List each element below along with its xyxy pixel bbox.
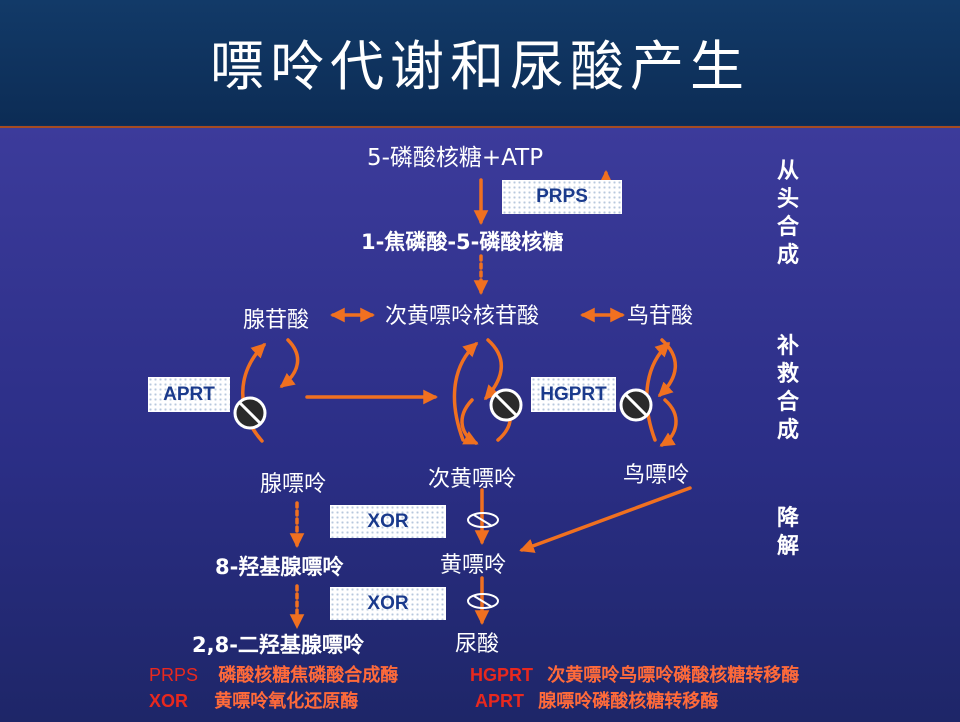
legend-hgprt-full: 次黄嘌呤鸟嘌呤磷酸核糖转移酶 (547, 665, 800, 686)
arrow-guanine-to-xanthine (519, 486, 692, 553)
hgprt-inhibit-icon-gmp (619, 388, 653, 422)
legend-xor-full: 黄嘌呤氧化还原酶 (214, 691, 359, 712)
xor-inhibit-icon-2 (467, 593, 499, 609)
node-guanine: 鸟嘌呤 (623, 463, 690, 488)
section-de-novo: 从头合成 (776, 159, 799, 268)
legend-prps-abbr: PRPS (149, 665, 199, 685)
enzyme-hgprt-label: HGPRT (540, 383, 607, 405)
enzyme-prps-label: PRPS (536, 186, 588, 207)
legend-prps: PRPS 磷酸核糖焦磷酸合成酶 (149, 661, 398, 687)
legend-aprt-full: 腺嘌呤磷酸核糖转移酶 (538, 691, 719, 712)
arrow-gmp-to-guanine-a (657, 338, 678, 398)
node-xanthine: 黄嘌呤 (440, 553, 507, 578)
section-salvage: 补救合成 (776, 334, 799, 443)
arrow-guanine-to-gmp (645, 341, 671, 442)
enzyme-box-xor-1: XOR (330, 505, 446, 538)
enzyme-box-aprt: APRT (148, 377, 230, 412)
arrow-imp-to-hypoxanthine-b (460, 398, 479, 445)
node-28-dihydroxyadenine: 2,8-二羟基腺嘌呤 (192, 633, 364, 657)
legend-hgprt: HGPRT 次黄嘌呤鸟嘌呤磷酸核糖转移酶 (470, 661, 799, 687)
node-ribose-atp: 5-磷酸核糖+ATP (367, 145, 544, 171)
enzyme-box-hgprt: HGPRT (531, 377, 616, 412)
hgprt-inhibit-icon-imp (489, 388, 523, 422)
slide-title: 嘌呤代谢和尿酸产生 (210, 35, 750, 98)
legend-xor-abbr: XOR (149, 691, 189, 711)
enzyme-aprt-label: APRT (163, 383, 215, 405)
legend-prps-full: 磷酸核糖焦磷酸合成酶 (218, 665, 399, 686)
arrow-amp-to-adenine (279, 338, 300, 388)
legend-xor: XOR 黄嘌呤氧化还原酶 (149, 687, 358, 713)
legend-aprt: APRT 腺嘌呤磷酸核糖转移酶 (475, 687, 718, 713)
node-adenine: 腺嘌呤 (260, 472, 327, 497)
aprt-inhibit-icon (233, 396, 267, 430)
enzyme-xor-label-1: XOR (367, 510, 409, 532)
arrow-hypoxanthine-to-imp (452, 342, 479, 442)
enzyme-xor-label-2: XOR (367, 592, 409, 614)
arrow-gmp-to-guanine-b (659, 398, 678, 447)
legend-aprt-abbr: APRT (475, 691, 524, 711)
arrow-adenine-to-amp (241, 342, 267, 443)
arrow-imp-to-hypoxanthine-a (484, 338, 504, 401)
node-imp: 次黄嘌呤核苷酸 (385, 304, 540, 329)
legend-hgprt-abbr: HGPRT (470, 665, 533, 685)
node-prpp: 1-焦磷酸-5-磷酸核糖 (361, 230, 564, 254)
title-bar: 嘌呤代谢和尿酸产生 (0, 0, 960, 125)
section-degradation: 降解 (776, 506, 799, 559)
enzyme-box-xor-2: XOR (330, 587, 446, 620)
node-amp: 腺苷酸 (243, 308, 310, 333)
node-gmp: 鸟苷酸 (627, 304, 694, 329)
node-uric-acid: 尿酸 (455, 632, 500, 657)
node-8-hydroxyadenine: 8-羟基腺嘌呤 (215, 555, 344, 579)
xor-inhibit-icon-1 (467, 512, 499, 528)
node-hypoxanthine: 次黄嘌呤 (428, 467, 517, 492)
enzyme-box-prps: PRPS (502, 180, 622, 214)
